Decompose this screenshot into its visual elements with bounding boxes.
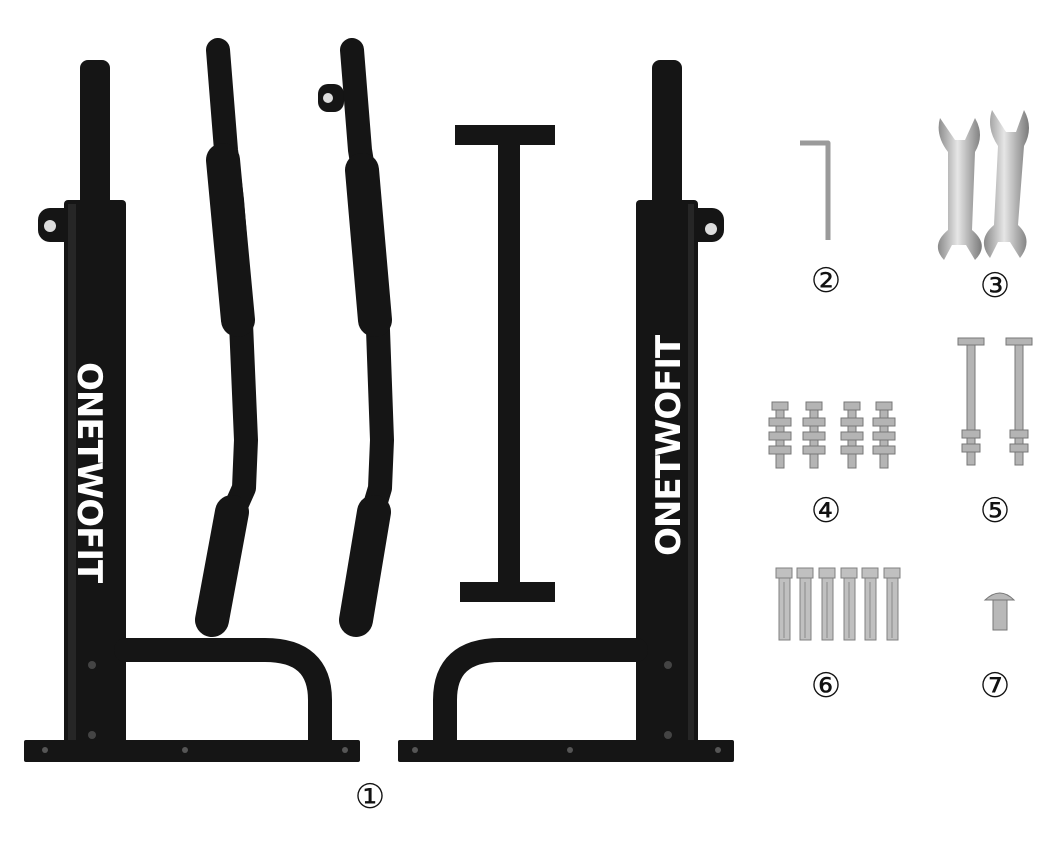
- expansion-anchor-icons: [775, 567, 901, 641]
- label-part-2: ②: [811, 261, 841, 301]
- bolt-set-icons: [768, 401, 896, 469]
- label-part-6: ⑥: [811, 666, 841, 706]
- left-upright-frame: ONETWOFIT: [24, 60, 360, 762]
- label-part-1: ①: [355, 777, 385, 817]
- dip-handle-left: [195, 38, 258, 637]
- right-upright-frame: ONETWOFIT: [398, 60, 734, 762]
- brand-logo-left: ONETWOFIT: [69, 362, 109, 584]
- brand-logo-right: ONETWOFIT: [649, 334, 689, 556]
- screw-icon: [983, 592, 1016, 631]
- label-part-5: ⑤: [980, 491, 1010, 531]
- label-part-3: ③: [980, 266, 1010, 306]
- long-bolt-icons: [957, 337, 1033, 466]
- wrench-icons: [937, 110, 1029, 260]
- label-part-4: ④: [811, 491, 841, 531]
- cross-brace: [455, 125, 555, 602]
- dip-handle-right: [318, 38, 394, 637]
- allen-key-icon: [800, 140, 831, 240]
- label-part-7: ⑦: [980, 666, 1010, 706]
